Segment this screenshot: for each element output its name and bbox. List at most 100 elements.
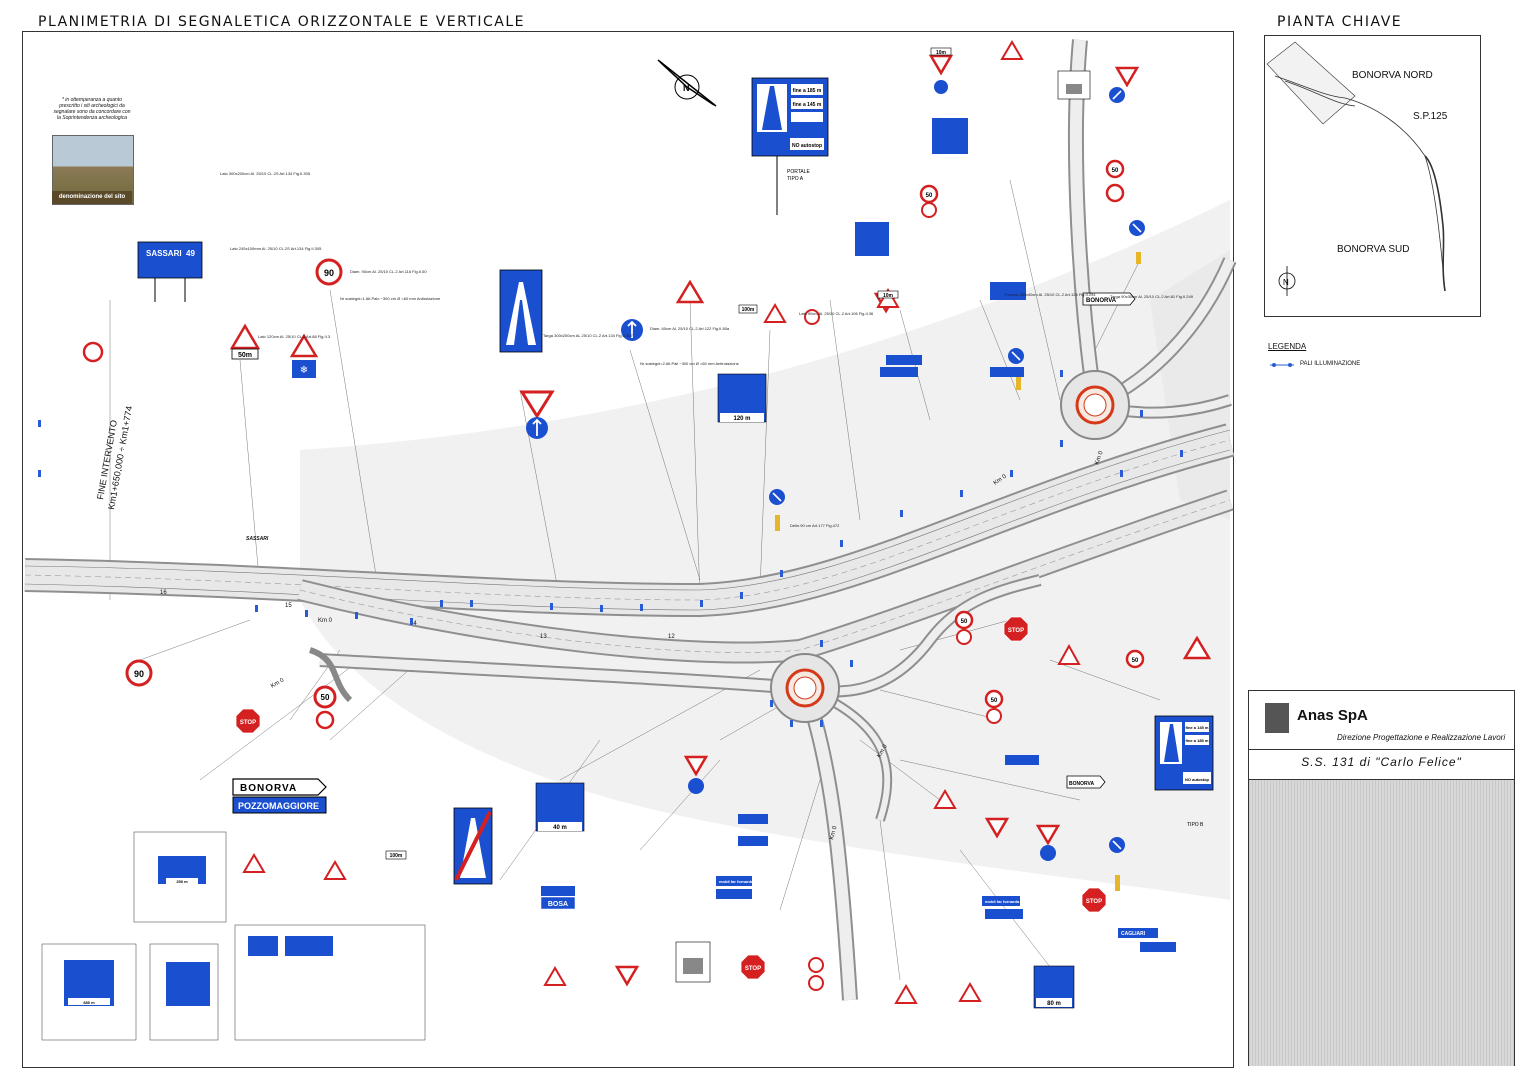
mandatory-direction-sign <box>1109 87 1125 103</box>
mandatory-direction-sign <box>526 417 548 439</box>
fine-line-text: fine a 185 m <box>793 88 822 94</box>
fine-line-text: fine a 185 m <box>1186 738 1209 743</box>
stop-text: STOP <box>1086 899 1102 905</box>
title-block: Anas SpA Direzione Progettazione e Reali… <box>1248 690 1515 1066</box>
mandatory-direction-sign <box>769 489 785 505</box>
speed-limit-50-sign: 50 <box>954 610 974 630</box>
legend-item-label: PALI ILLUMINAZIONE <box>1300 361 1361 367</box>
yield-sign <box>1114 66 1140 88</box>
speed-50-text: 50 <box>1132 658 1139 664</box>
spec-note: Lato 120cm Al. 25/10 CL.2 Art.88 Fig.II.… <box>258 334 331 339</box>
snow-plate: ❄ <box>292 360 316 378</box>
distance-plate-100m: 100m <box>738 304 758 314</box>
mandatory-direction-sign <box>934 80 948 94</box>
yield-sign <box>928 54 954 76</box>
prohibition-sign <box>82 341 104 363</box>
direction-sign-bonorva: BONORVA <box>232 778 327 796</box>
cagliari-text: CAGLIARI <box>1121 931 1146 937</box>
prohibition-sign <box>986 708 1002 724</box>
warning-sign <box>763 303 787 323</box>
speed-50-text: 50 <box>961 619 968 625</box>
plate-680m-text: 680 m <box>83 1000 95 1005</box>
stop-sign: STOP <box>235 708 261 734</box>
anas-logo-icon <box>1265 703 1289 733</box>
title-block-hatch <box>1249 779 1514 1066</box>
direction-sign-sassari: SASSARI 49 <box>137 241 203 302</box>
speed-limit-50-sign: 50 <box>1125 649 1145 669</box>
plate-80m-text: 80 m <box>1047 1001 1061 1007</box>
distance-plate-10m: 10m <box>877 290 899 299</box>
warning-sign <box>242 853 266 873</box>
prohibition-sign <box>921 202 937 218</box>
yield-sign <box>683 755 709 777</box>
spec-note: Delin.90 cm Art.177 Fig.472 <box>790 523 840 528</box>
sassari-sign-number: 49 <box>186 249 195 258</box>
spec-note: Diam. 60cm Al. 25/10 CL.2 Art.122 Fig.II… <box>650 326 730 331</box>
stop-sign: STOP <box>1081 887 1107 913</box>
warning-sign <box>1000 40 1024 60</box>
plate-10m-text: 10m <box>883 293 894 299</box>
company-name: Anas SpA <box>1297 707 1368 724</box>
warning-sign <box>323 860 347 880</box>
key-plan: N BONORVA NORD S.P.125 BONORVA SUD <box>1264 35 1481 317</box>
speed-limit-90-sign: 90 <box>315 258 343 286</box>
prohibition-sign <box>808 957 824 973</box>
mobil-text: mobil far fornarda <box>719 879 754 884</box>
plate-250m-text: 250 m <box>176 879 188 884</box>
km-mark: 13 <box>540 634 547 640</box>
roundabout-north <box>1060 370 1130 440</box>
prohibition-sign <box>808 975 824 991</box>
svg-text:N: N <box>683 83 690 93</box>
inset-signs: 250 m 680 m <box>64 856 333 1006</box>
warning-sign <box>229 323 261 350</box>
km0-label: Km 0 <box>1094 450 1105 466</box>
key-plan-map: N <box>1266 41 1446 296</box>
km0-label: Km 0 <box>270 677 286 690</box>
plate-40m-text: 40 m <box>553 825 567 831</box>
warning-sign <box>1182 635 1212 660</box>
stop-text: STOP <box>1008 628 1024 634</box>
directional-sign-blue <box>716 889 752 899</box>
warning-sign <box>958 982 982 1002</box>
tipo-a-label: TIPO A <box>787 176 804 182</box>
lighting-poles <box>38 370 1183 727</box>
tipo-b-label: TIPO B <box>1187 822 1204 828</box>
stop-text: STOP <box>240 720 256 726</box>
existing-sign-box <box>1057 70 1091 100</box>
archaeological-note: * in ottemperanza a quanto prescritto i … <box>53 97 131 121</box>
directional-sign-blue <box>985 909 1023 919</box>
yield-sign <box>984 817 1010 839</box>
bonorva-text: BONORVA <box>240 783 297 794</box>
directional-sign-blue: mobil far fornarda <box>982 896 1020 906</box>
speed-50-text: 50 <box>926 193 933 199</box>
motorway-sign-panel: fine a 145 m fine a 185 m NO autostop TI… <box>1154 715 1214 828</box>
directional-sign-blue <box>990 367 1024 377</box>
speed-90-text: 90 <box>134 669 144 679</box>
portale-label: PORTALE <box>787 169 811 175</box>
prohibition-sign <box>956 629 972 645</box>
yield-sign <box>614 965 640 987</box>
direction-sign-bonorva-small: BONORVA <box>1082 292 1136 306</box>
directional-sign-blue <box>990 282 1026 300</box>
mandatory-direction-sign <box>1008 348 1024 364</box>
legend-title: LEGENDA <box>1268 342 1307 351</box>
speed-limit-50-sign: 50 <box>919 184 939 204</box>
roundabout-south <box>770 653 840 723</box>
no-autostop-text: NO autostop <box>792 143 822 149</box>
speed-limit-90-sign: 90 <box>125 659 153 687</box>
no-autostop-text: NO autostop <box>1185 777 1210 782</box>
detail-insets <box>41 831 426 1041</box>
key-plan-label: BONORVA NORD <box>1352 70 1433 81</box>
company-division: Direzione Progettazione e Realizzazione … <box>1337 733 1506 742</box>
distance-plate-50m: 50m <box>231 348 259 360</box>
speed-50-text: 50 <box>321 693 330 702</box>
motorway-start-sign <box>499 269 543 353</box>
plate-10m-text: 10m <box>936 50 947 56</box>
fine-line-text: fine a 145 m <box>1186 725 1209 730</box>
warning-sign <box>894 984 918 1004</box>
stop-sign: STOP <box>740 954 766 980</box>
delineators <box>775 252 1141 891</box>
roundabout-advance-sign <box>932 118 968 154</box>
km0-label: Km 0 <box>318 618 333 624</box>
